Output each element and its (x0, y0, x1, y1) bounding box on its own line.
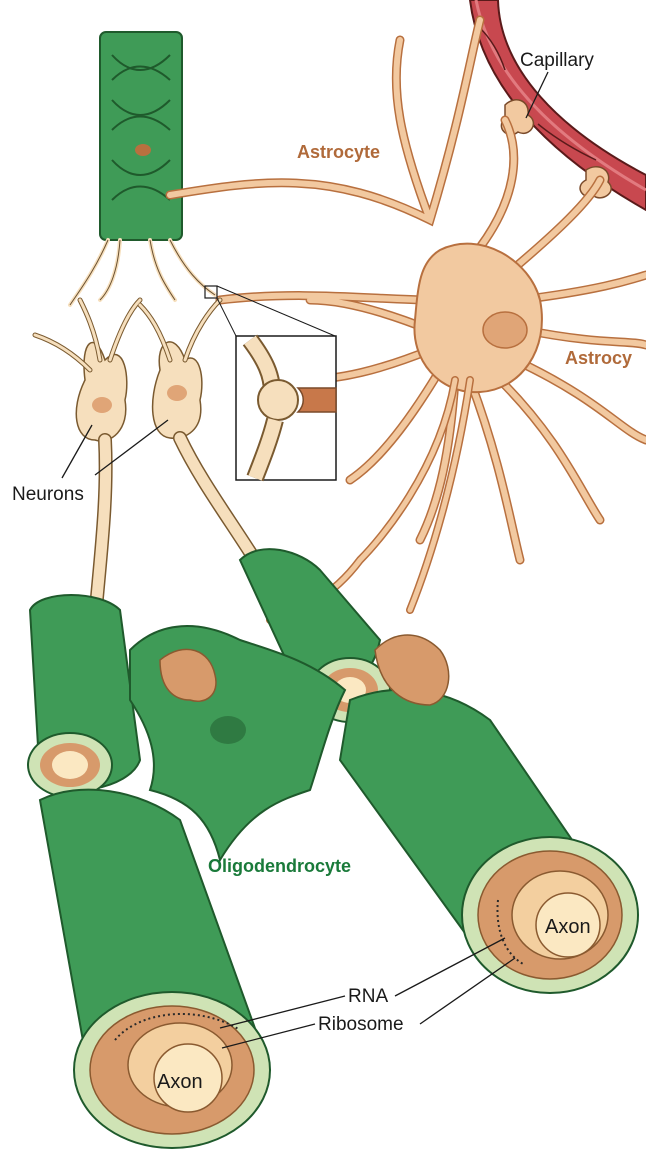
neurons (32, 297, 262, 627)
rna-leader-right (394, 937, 506, 997)
axon-label-left: Axon (157, 1071, 203, 1093)
oligodendrocyte (129, 625, 450, 863)
capillary (468, 0, 646, 212)
rna-label: RNA (348, 986, 388, 1007)
neurons-label: Neurons (12, 484, 84, 505)
neurons-leader-1 (61, 424, 93, 479)
neurons-leader-2 (94, 419, 169, 476)
capillary-label: Capillary (520, 50, 594, 71)
ribosome-leader-right (419, 957, 516, 1025)
axon-label-right: Axon (545, 916, 591, 938)
ribosome-leader-left (221, 1023, 316, 1049)
astrocyte-label-right: Astrocy (565, 348, 632, 368)
oligodendrocyte-label: Oligodendrocyte (208, 856, 351, 876)
rna-leader-left (219, 995, 346, 1029)
ribosome-label: Ribosome (318, 1014, 404, 1035)
astrocyte-label-top: Astrocyte (297, 142, 380, 162)
myelin-sheath-left (27, 594, 272, 1149)
capillary-leader (525, 71, 549, 119)
synapse-inset (204, 285, 337, 482)
myelin-sheath-right (238, 548, 639, 994)
myelinated-axon-vertical (68, 31, 217, 307)
